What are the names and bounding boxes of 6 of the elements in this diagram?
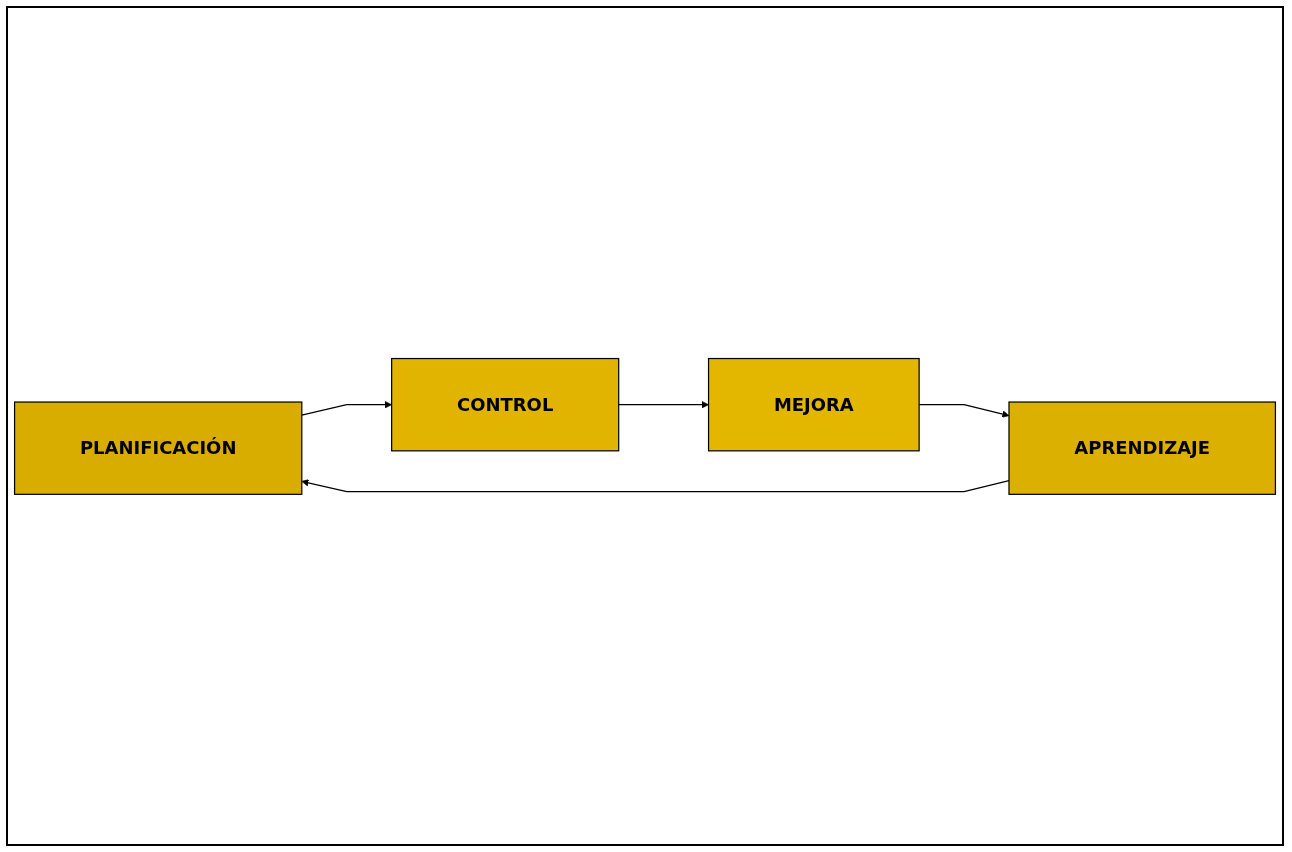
node-box: PLANIFICACIÓN (13, 401, 303, 495)
node-box: MEJORA (707, 357, 920, 451)
node-box: CONTROL (391, 357, 620, 451)
arrow (618, 400, 709, 408)
node-box: APRENDIZAJE (1008, 401, 1277, 495)
arrow (301, 400, 392, 416)
